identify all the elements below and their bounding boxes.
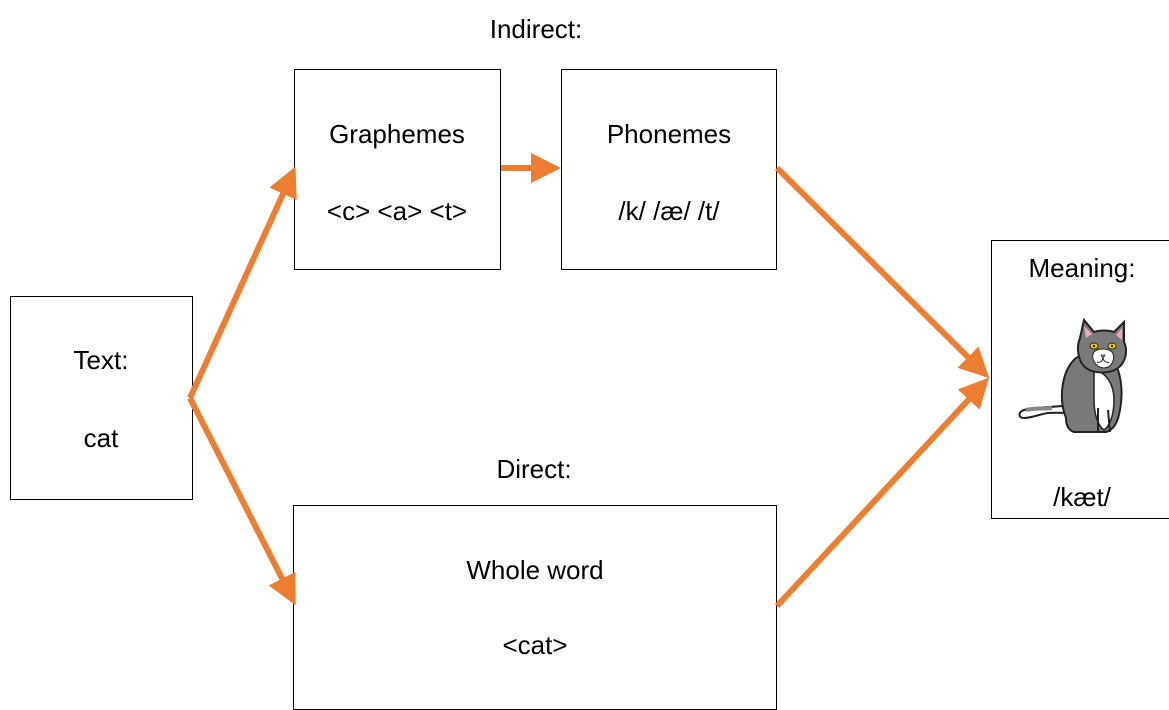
whole-word-box [293, 505, 777, 710]
direct-heading: Direct: [496, 454, 572, 484]
cat-illustration [1018, 318, 1127, 433]
arrow-phonemes-to-meaning [774, 165, 990, 379]
phonemes-box [561, 69, 777, 270]
meaning-box [991, 240, 1169, 519]
meaning-title: Meaning: [1028, 253, 1136, 283]
text-box-title: Text: [73, 345, 129, 375]
meaning-pronunciation: /kæt/ [1053, 482, 1111, 512]
text-box-word: cat [83, 423, 119, 453]
phonemes-title: Phonemes [606, 119, 732, 149]
whole-word-value: <cat> [502, 630, 568, 660]
graphemes-box [294, 69, 501, 270]
graphemes-title: Graphemes [329, 119, 465, 149]
indirect-heading: Indirect: [489, 14, 583, 44]
whole-word-title: Whole word [466, 555, 604, 585]
graphemes-value: <c> <a> <t> [326, 196, 468, 226]
text-box [10, 296, 193, 500]
arrow-whole-word-to-meaning [774, 377, 990, 609]
phonemes-value: /k/ /æ/ /t/ [618, 196, 720, 226]
arrow-text-to-whole-word [187, 396, 296, 606]
arrow-text-to-graphemes [187, 166, 297, 400]
